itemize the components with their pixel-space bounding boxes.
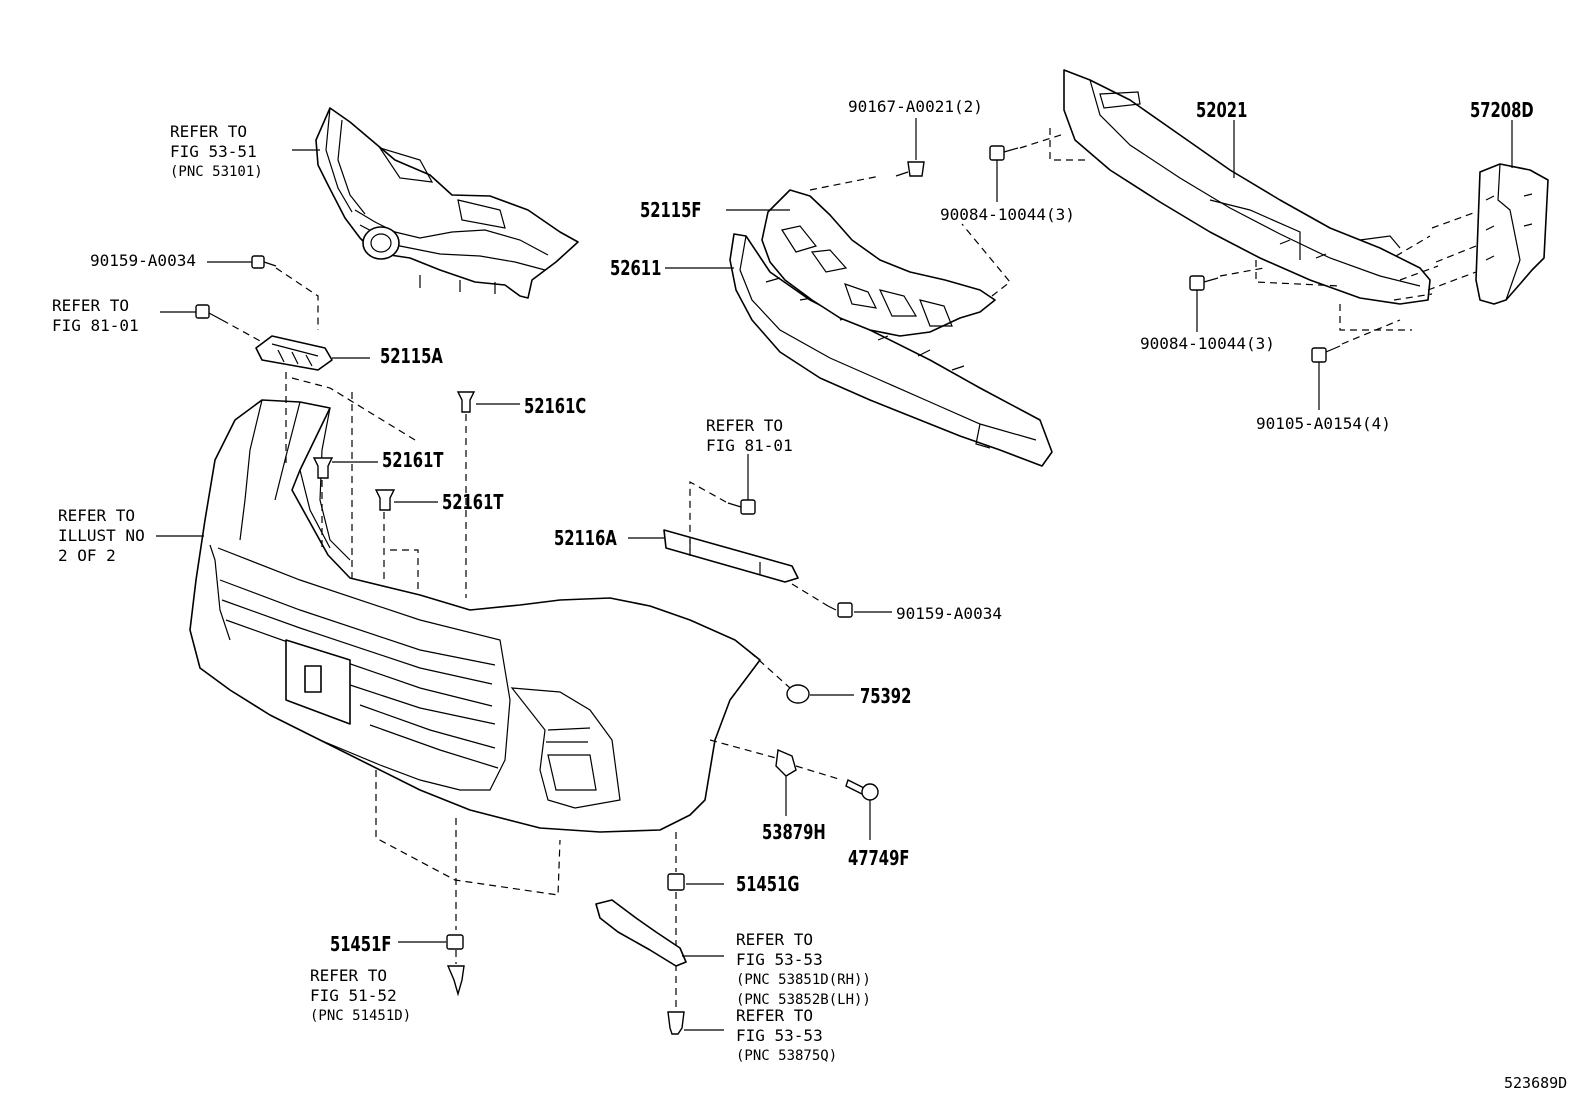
callout-refer-fig81-mid: REFER TO FIG 81-01 [706, 416, 793, 456]
callout-line: (PNC 51451D) [310, 1008, 412, 1024]
callout-line: 2 OF 2 [58, 546, 116, 565]
callout-line: REFER TO [736, 1006, 814, 1025]
clip-75392 [749, 651, 854, 704]
callout-line: FIG 51-52 [310, 986, 397, 1005]
callout-line: FIG 81-01 [706, 436, 793, 455]
callout-refer-5353-bolt: REFER TO FIG 53-53 (PNC 53875Q) [736, 1006, 837, 1066]
bolt-90159-top [207, 255, 319, 330]
part-90084-bot[interactable]: 90084-10044(3) [1140, 334, 1275, 353]
callout-line: REFER TO [170, 122, 248, 141]
callout-line: (PNC 53101) [170, 164, 263, 180]
part-57208d[interactable]: 57208D [1470, 98, 1534, 122]
part-51451g[interactable]: 51451G [736, 872, 800, 896]
support-52115f-drawing [761, 189, 996, 337]
part-90159-mid[interactable]: 90159-A0034 [896, 604, 1002, 623]
bolt-90105 [1311, 319, 1401, 410]
part-52161t-1[interactable]: 52161T [382, 448, 444, 472]
bolt-fig81-mid [689, 454, 756, 560]
part-90167[interactable]: 90167-A0021(2) [848, 97, 983, 116]
callout-line: REFER TO [58, 506, 136, 525]
part-52161c[interactable]: 52161C [524, 394, 587, 418]
clip-52161t-2 [374, 489, 438, 590]
callout-refer-fig81-left: REFER TO FIG 81-01 [52, 296, 139, 336]
diagram-id: 523689D [1504, 1074, 1568, 1092]
bracket-52115a [255, 335, 370, 371]
callout-refer-illust: REFER TO ILLUST NO 2 OF 2 [58, 506, 145, 566]
part-75392[interactable]: 75392 [860, 684, 912, 708]
bracket-52116a [628, 529, 799, 583]
bolt-90159-mid [791, 583, 892, 618]
part-90159-top[interactable]: 90159-A0034 [90, 251, 196, 270]
callout-refer-grille: REFER TO FIG 53-51 (PNC 53101) [170, 122, 263, 182]
part-52115f[interactable]: 52115F [640, 198, 702, 222]
part-52115a[interactable]: 52115A [380, 344, 443, 368]
nut-51451f [398, 934, 465, 997]
bolt-90084-bot [1189, 267, 1265, 332]
clip-53879h [709, 739, 843, 816]
part-53879h[interactable]: 53879H [762, 820, 826, 844]
callout-line: FIG 53-53 [736, 950, 823, 969]
callout-line: REFER TO [52, 296, 130, 315]
callout-line: FIG 81-01 [52, 316, 139, 335]
bumper-cover-drawing [189, 399, 761, 833]
callout-line: REFER TO [736, 930, 814, 949]
undercover-53851d [595, 899, 724, 967]
bracket-57208d-drawing [1475, 163, 1549, 305]
part-90084-top[interactable]: 90084-10044(3) [940, 205, 1075, 224]
screw-47749f [845, 779, 879, 840]
nut-51451g [667, 832, 724, 1010]
callout-line: REFER TO [310, 966, 388, 985]
part-52021[interactable]: 52021 [1196, 98, 1248, 122]
part-52116a[interactable]: 52116A [554, 526, 617, 550]
part-52611[interactable]: 52611 [610, 256, 662, 280]
part-51451f[interactable]: 51451F [330, 932, 392, 956]
callout-refer-5152: REFER TO FIG 51-52 (PNC 51451D) [310, 966, 411, 1026]
bolt-fig81-left [160, 304, 263, 343]
part-52161t-2[interactable]: 52161T [442, 490, 504, 514]
bolt-90084-top [989, 133, 1065, 202]
callout-line: (PNC 53851D(RH)) [736, 972, 871, 988]
callout-line: (PNC 53875Q) [736, 1048, 838, 1064]
callout-line: REFER TO [706, 416, 784, 435]
bolt-53875q [667, 1011, 724, 1035]
grille-drawing [315, 107, 579, 299]
callout-line: FIG 53-51 [170, 142, 257, 161]
clip-52161t-1 [312, 457, 378, 550]
callout-line: ILLUST NO [58, 526, 145, 545]
part-90105[interactable]: 90105-A0154(4) [1256, 414, 1391, 433]
callout-refer-5353-cover: REFER TO FIG 53-53 (PNC 53851D(RH)) (PNC… [736, 930, 871, 1010]
clip-90167 [895, 118, 925, 177]
callout-line: (PNC 53852B(LH)) [736, 992, 871, 1008]
part-47749f[interactable]: 47749F [848, 846, 910, 870]
callout-line: FIG 53-53 [736, 1026, 823, 1045]
reinforcement-52021-drawing [1063, 69, 1431, 305]
clip-52161c [456, 391, 520, 598]
